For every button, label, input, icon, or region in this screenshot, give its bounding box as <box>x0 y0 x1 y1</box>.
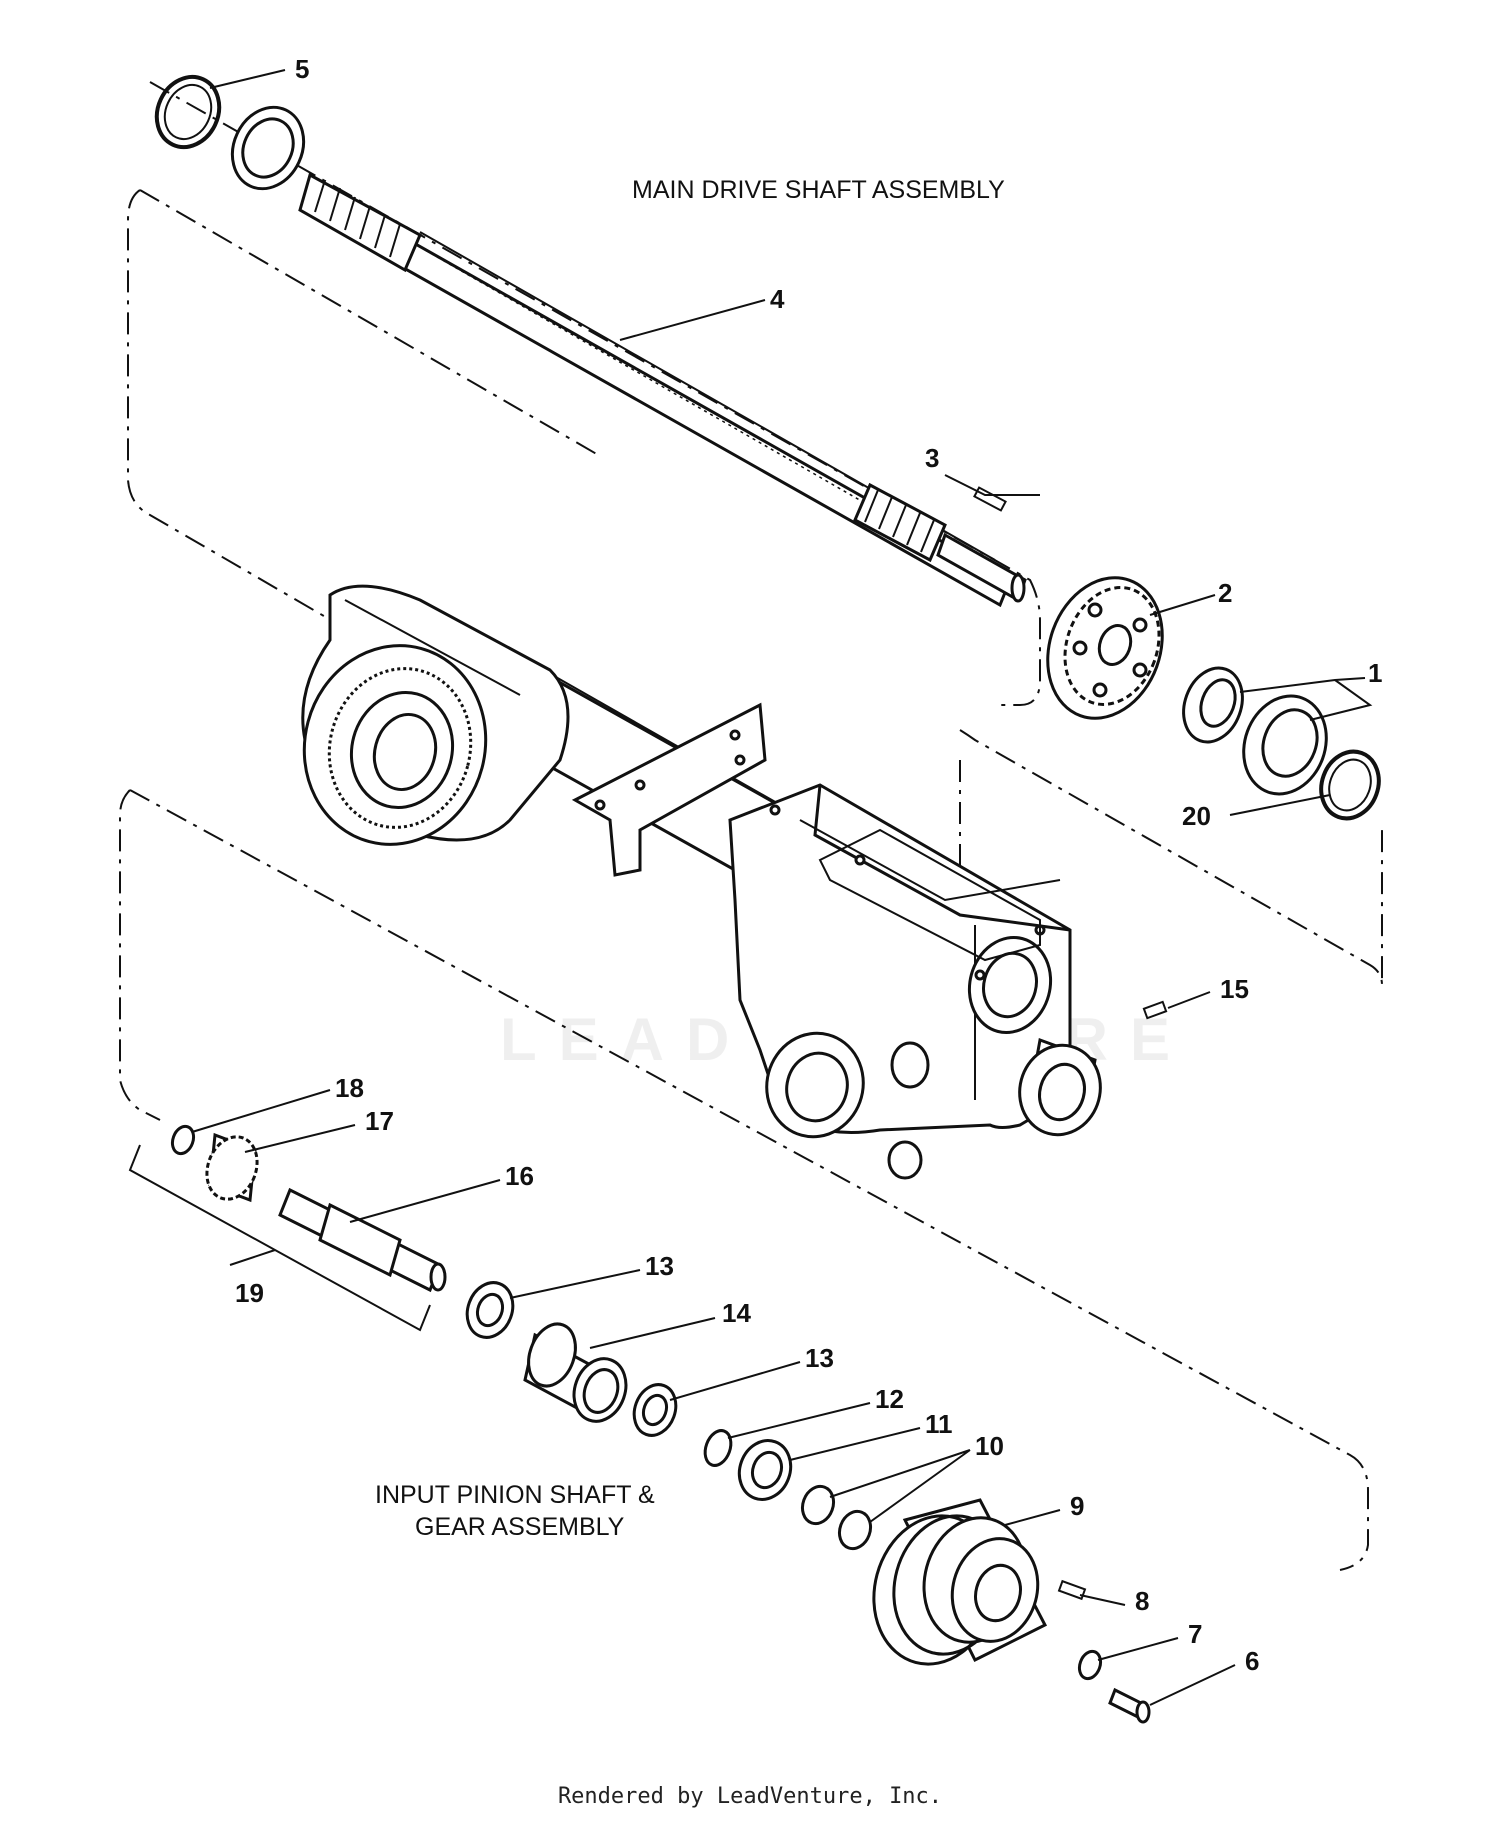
bearing-11 <box>737 1439 793 1501</box>
bolt-6 <box>1108 1687 1151 1724</box>
washers-10 <box>800 1484 873 1551</box>
snap-ring-20 <box>1319 749 1381 821</box>
callout-11: 11 <box>925 1409 953 1439</box>
assembly-boundaries <box>119 81 1383 1571</box>
callout-6: 6 <box>1245 1646 1259 1676</box>
callout-1: 1 <box>1368 658 1382 688</box>
callout-3: 3 <box>925 443 939 473</box>
pulley-9 <box>872 1498 1048 1666</box>
bearing-cup <box>230 105 306 191</box>
key-8 <box>1057 1579 1087 1601</box>
callout-15: 15 <box>1220 974 1249 1004</box>
callout-13a: 13 <box>645 1251 674 1281</box>
callout-7: 7 <box>1188 1619 1202 1649</box>
callout-14: 14 <box>722 1298 751 1328</box>
main-drive-shaft <box>298 172 1027 608</box>
callout-12: 12 <box>875 1384 904 1414</box>
callout-17: 17 <box>365 1106 394 1136</box>
retaining-ring-18 <box>170 1124 196 1156</box>
footer-credit: Rendered by LeadVenture, Inc. <box>557 1784 943 1809</box>
callout-2: 2 <box>1218 578 1232 608</box>
bushing-14 <box>523 1322 628 1423</box>
leader-lines <box>191 69 1373 1706</box>
ring-5 <box>154 74 222 150</box>
pinion-gear-17 <box>205 1132 259 1203</box>
callout-16: 16 <box>505 1161 534 1191</box>
callout-19: 19 <box>235 1278 264 1308</box>
main-drive-assembly-title: MAIN DRIVE SHAFT ASSEMBLY <box>632 176 1005 204</box>
callout-20: 20 <box>1182 801 1211 831</box>
callout-9: 9 <box>1070 1491 1084 1521</box>
set-screw-15 <box>1142 1000 1168 1020</box>
input-pinion-assembly-title-line1: INPUT PINION SHAFT & <box>375 1481 655 1509</box>
washer-13a <box>465 1281 515 1339</box>
snap-ring-12 <box>703 1429 733 1467</box>
bearing-1 <box>1182 666 1328 796</box>
callout-13b: 13 <box>805 1343 834 1373</box>
washer-7 <box>1077 1649 1103 1681</box>
callout-5: 5 <box>295 54 309 84</box>
transmission-housing <box>728 783 1102 1180</box>
input-pinion-shaft-16 <box>278 1187 447 1293</box>
callout-18: 18 <box>335 1073 364 1103</box>
spur-gear-2 <box>1046 576 1164 720</box>
callout-10: 10 <box>975 1431 1004 1461</box>
input-pinion-assembly-title-line2: GEAR ASSEMBLY <box>415 1513 625 1541</box>
callout-4: 4 <box>770 284 785 314</box>
washer-13b <box>632 1383 678 1437</box>
callout-8: 8 <box>1135 1586 1149 1616</box>
